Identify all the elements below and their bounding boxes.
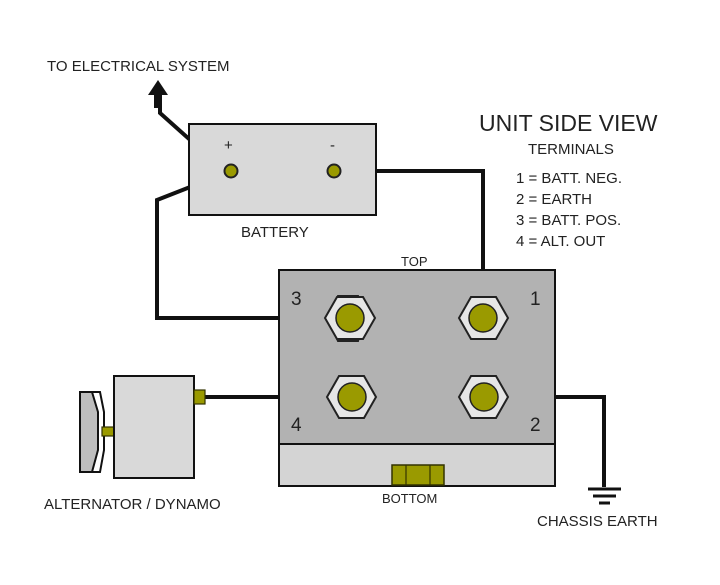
alternator-body (113, 375, 195, 479)
battery-label: BATTERY (241, 224, 309, 241)
battery-negative-post (326, 163, 342, 179)
relay-unit (278, 269, 556, 487)
battery-plus-label: + (224, 137, 233, 154)
legend-item: 1 = BATT. NEG. (516, 170, 622, 187)
relay-mount-bracket (391, 464, 445, 486)
to-electrical-system-arrow (148, 80, 168, 108)
to-electrical-system-label: TO ELECTRICAL SYSTEM (47, 58, 230, 75)
alternator-terminal (193, 389, 206, 405)
unit-top-label: TOP (401, 254, 428, 269)
battery-minus-label: - (330, 137, 335, 154)
legend-title: UNIT SIDE VIEW (479, 110, 658, 136)
legend-item: 4 = ALT. OUT (516, 233, 605, 250)
chassis-earth-icon (588, 487, 621, 505)
terminal-4 (325, 375, 378, 419)
battery (188, 123, 377, 216)
chassis-earth-label: CHASSIS EARTH (537, 513, 658, 530)
legend-item: 3 = BATT. POS. (516, 212, 621, 229)
alternator (79, 375, 206, 479)
terminal-2-number: 2 (530, 415, 541, 436)
terminal-3-number: 3 (291, 289, 302, 310)
terminal-4-number: 4 (291, 415, 302, 436)
legend-item: 2 = EARTH (516, 191, 592, 208)
alternator-label: ALTERNATOR / DYNAMO (44, 496, 221, 513)
unit-bottom-label: BOTTOM (382, 491, 437, 506)
battery-positive-post (223, 163, 239, 179)
terminal-1 (457, 296, 510, 340)
terminal-1-number: 1 (530, 289, 541, 310)
alternator-pulley (79, 391, 99, 473)
terminal-2 (457, 375, 510, 419)
legend-subtitle: TERMINALS (528, 141, 614, 158)
terminal-3 (323, 295, 377, 342)
